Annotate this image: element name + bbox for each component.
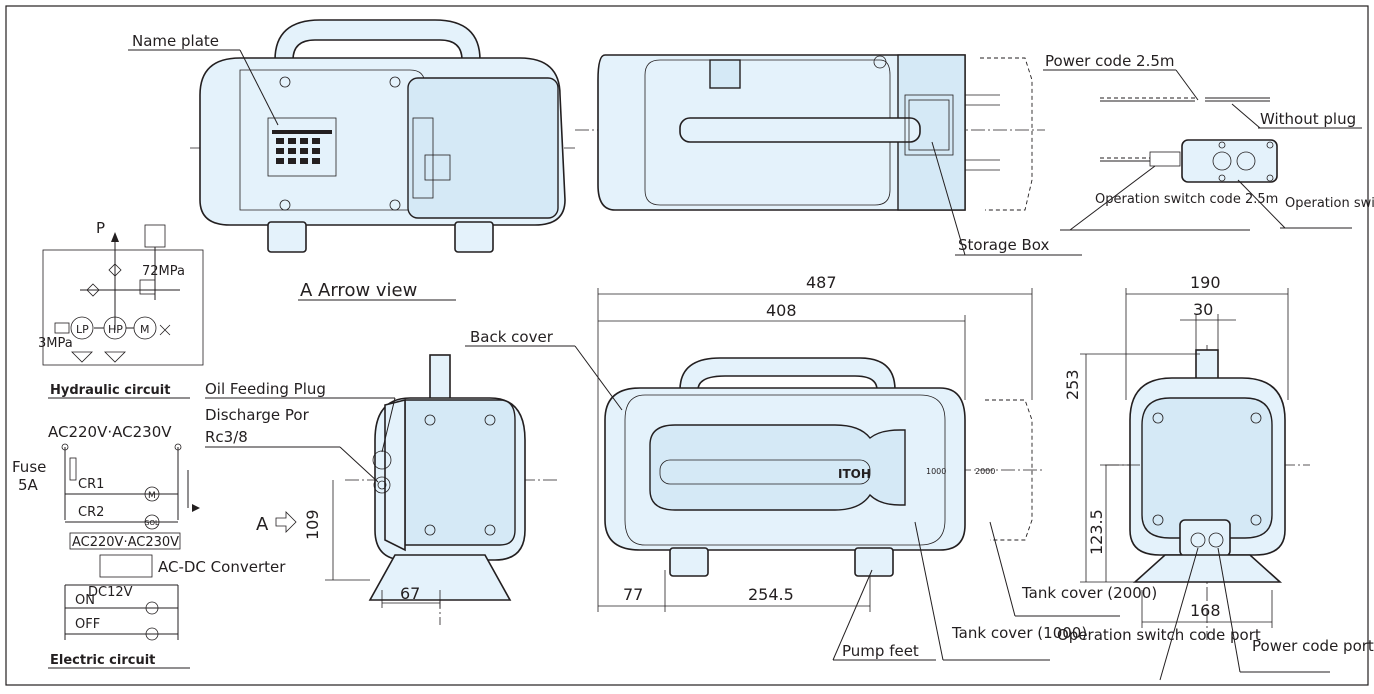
power-code-label: Power code 2.5m bbox=[1045, 52, 1175, 70]
mark-2000: 2000 bbox=[975, 467, 995, 476]
brand-label: ITOH bbox=[838, 467, 871, 481]
top-center-view: Storage Box bbox=[575, 54, 1082, 256]
cr2-label: CR2 bbox=[78, 505, 104, 520]
operation-switch-label: Operation switch bbox=[1285, 196, 1374, 211]
cr1-label: CR1 bbox=[78, 477, 104, 492]
name-plate-label: Name plate bbox=[132, 32, 219, 50]
hydraulic-p-label: P bbox=[96, 219, 105, 237]
fuse-rating-label: 5A bbox=[18, 476, 39, 494]
electric-circuit-title: Electric circuit bbox=[50, 653, 155, 668]
dim-123-5: 123.5 bbox=[1087, 509, 1106, 555]
dim-253: 253 bbox=[1063, 369, 1082, 400]
lp-label: LP bbox=[76, 323, 89, 336]
dim-487: 487 bbox=[806, 273, 837, 292]
dim-109: 109 bbox=[303, 509, 322, 540]
pressure-72-label: 72MPa bbox=[142, 264, 185, 279]
fuse-label: Fuse bbox=[12, 458, 46, 476]
pump-feet-label: Pump feet bbox=[842, 642, 919, 660]
electric-circuit: AC220V·AC230V Fuse 5A CR1 CR2 M SOL AC22… bbox=[12, 423, 286, 669]
dc12v-label: DC12V bbox=[88, 585, 133, 600]
dim-67: 67 bbox=[400, 584, 420, 603]
frame-border bbox=[5, 5, 1369, 686]
ac-supply-label: AC220V·AC230V bbox=[48, 423, 172, 441]
right-side-view: 190 30 253 123.5 168 Operation switch co… bbox=[1057, 273, 1374, 681]
dim-30: 30 bbox=[1193, 300, 1213, 319]
operation-switch-code-port-label: Operation switch code port bbox=[1057, 626, 1261, 644]
dim-408: 408 bbox=[766, 301, 797, 320]
a-marker-label: A bbox=[256, 514, 269, 535]
dim-77: 77 bbox=[623, 585, 643, 604]
circuit-motor-label: M bbox=[148, 491, 156, 501]
discharge-port-thread-label: Rc3/8 bbox=[205, 428, 248, 446]
a-arrow-view-title: A Arrow view bbox=[300, 280, 417, 301]
off-label: OFF bbox=[75, 617, 100, 632]
ac-supply-2-label: AC220V·AC230V bbox=[72, 535, 179, 550]
without-plug-label: Without plug bbox=[1260, 110, 1356, 128]
operation-switch-code-label: Operation switch code 2.5m bbox=[1095, 192, 1278, 207]
hydraulic-circuit: P 72MPa LP HP M 3MPa Hydraulic circuit bbox=[38, 219, 204, 399]
back-cover-label: Back cover bbox=[470, 328, 554, 346]
on-label: ON bbox=[75, 593, 95, 608]
oil-feeding-plug-label: Oil Feeding Plug bbox=[205, 380, 326, 398]
motor-label: M bbox=[140, 323, 150, 336]
hp-label: HP bbox=[108, 323, 123, 336]
hydraulic-circuit-title: Hydraulic circuit bbox=[50, 383, 170, 398]
sol-label: SOL bbox=[145, 519, 159, 527]
tank-cover-2000-label: Tank cover (2000) bbox=[1021, 584, 1157, 602]
discharge-port-label: Discharge Por bbox=[205, 406, 310, 424]
tank-cover-1000-label: Tank cover (1000) bbox=[951, 624, 1087, 642]
power-code-port-label: Power code port bbox=[1252, 637, 1374, 655]
storage-box-label: Storage Box bbox=[958, 236, 1049, 254]
top-left-view: Name plate A Arrow view bbox=[128, 19, 575, 301]
dim-254-5: 254.5 bbox=[748, 585, 794, 604]
dim-190: 190 bbox=[1190, 273, 1221, 292]
left-side-view: Oil Feeding Plug Discharge Por Rc3/8 A 1… bbox=[205, 354, 560, 625]
cord-and-switch-detail: Power code 2.5m Without plug Operation s… bbox=[1043, 52, 1374, 231]
dim-168: 168 bbox=[1190, 601, 1221, 620]
front-view: 487 408 77 254.5 ITOH 1000 2000 Back cov… bbox=[465, 273, 1157, 661]
pressure-3-label: 3MPa bbox=[38, 336, 73, 351]
converter-label: AC-DC Converter bbox=[158, 558, 286, 576]
mark-1000: 1000 bbox=[926, 467, 946, 476]
